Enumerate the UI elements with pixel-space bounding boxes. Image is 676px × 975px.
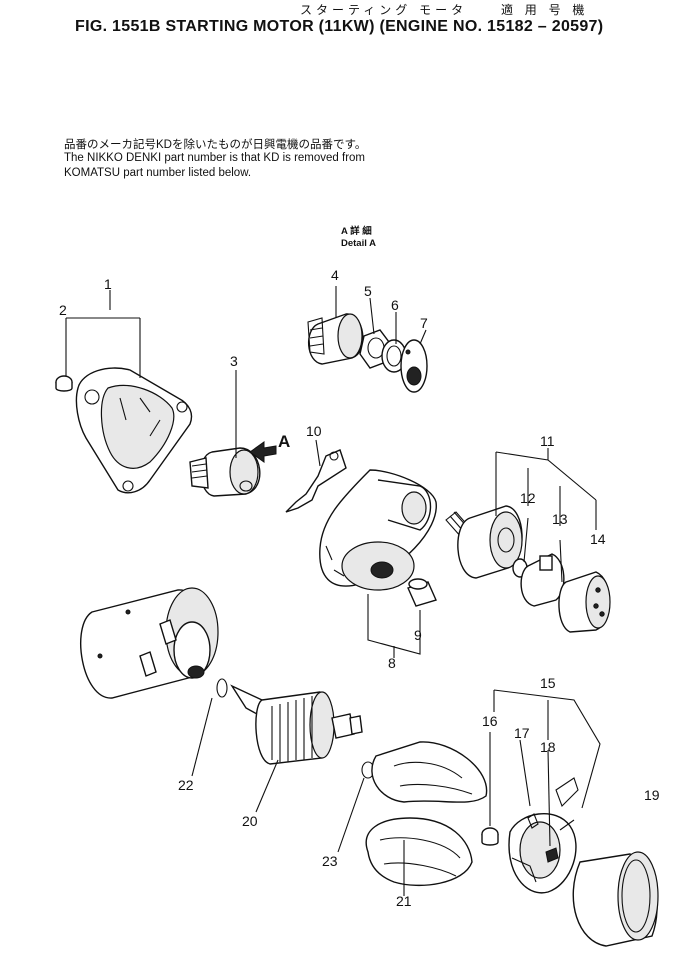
callout-11: 11: [540, 433, 555, 449]
part-16-plug: [481, 827, 499, 846]
part-20-armature: [230, 684, 363, 765]
jp-applicable: 適 用 号 機: [500, 3, 589, 17]
jp-part-name: スターティング モータ: [300, 3, 468, 17]
callout-5: 5: [364, 283, 372, 299]
callout-18: 18: [540, 739, 556, 755]
part-11-magnetic-switch-assembly: [445, 505, 523, 579]
note-japanese: 品番のメーカ記号KDを除いたものが日興電機の品番です。: [64, 139, 367, 151]
callout-21: 21: [396, 893, 412, 909]
part-13-switch-body: [520, 553, 565, 607]
part-10-shift-lever: [285, 449, 347, 513]
callout-4: 4: [331, 267, 339, 283]
callout-16: 16: [482, 713, 498, 729]
note-english-line-2: KOMATSU part number listed below.: [64, 167, 252, 179]
note-english-line-1: The NIKKO DENKI part number is that KD i…: [64, 152, 366, 164]
callout-2: 2: [59, 302, 67, 318]
callout-17: 17: [514, 725, 530, 741]
callout-19: 19: [644, 787, 660, 803]
detail-a-en: Detail A: [341, 238, 377, 249]
part-14-switch-cover: [558, 571, 611, 633]
leader-lines: [65, 286, 601, 896]
part-19-rear-cover: [572, 851, 659, 947]
part-1-drive-housing: [75, 367, 193, 494]
callout-13: 13: [552, 511, 568, 527]
callout-8: 8: [388, 655, 396, 671]
callout-10: 10: [306, 423, 322, 439]
callout-9: 9: [414, 627, 422, 643]
callout-1: 1: [104, 276, 112, 292]
part-18-brush: [545, 847, 559, 863]
callout-22: 22: [178, 777, 194, 793]
figure-title: FIG. 1551B STARTING MOTOR (11KW) (ENGINE…: [75, 18, 604, 35]
part-21-field-coil: [365, 741, 488, 887]
callout-15: 15: [540, 675, 556, 691]
callout-14: 14: [590, 531, 606, 547]
part-4-pinion: [307, 313, 364, 365]
part-8-gear-housing: [319, 469, 437, 591]
detail-arrow: [249, 441, 277, 463]
detail-a-jp: A 詳 細: [341, 226, 372, 237]
callout-6: 6: [391, 297, 399, 313]
detail-arrow-label: A: [278, 432, 290, 451]
callout-23: 23: [322, 853, 338, 869]
callout-3: 3: [230, 353, 238, 369]
part-15-brush-holder: [508, 777, 579, 894]
part-2-plug: [55, 375, 73, 392]
part-9-bushing: [407, 578, 437, 607]
callout-7: 7: [420, 315, 428, 331]
callout-20: 20: [242, 813, 258, 829]
part-3-pinion-clutch: [189, 447, 261, 497]
callout-12: 12: [520, 490, 536, 506]
japanese-header: スターティング モータ 適 用 号 機: [300, 1, 614, 18]
part-22-washer: [216, 678, 228, 698]
callout-labels: 1 2 3 4 5 6 7 8 9 10 11 12 13 14 15 16 1…: [59, 267, 660, 909]
yoke-assembly: [80, 587, 219, 699]
part-17-spring: [527, 813, 539, 829]
part-7-retainer: [400, 339, 428, 393]
